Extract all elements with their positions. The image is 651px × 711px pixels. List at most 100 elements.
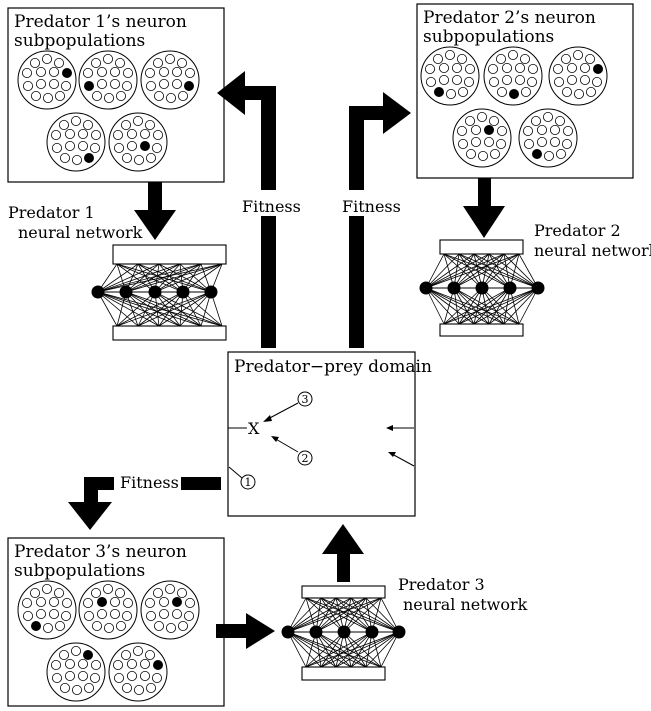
predator2-subpopulation-circles bbox=[420, 46, 608, 168]
neuron bbox=[464, 116, 475, 127]
connection bbox=[116, 263, 156, 293]
neuron bbox=[21, 598, 32, 609]
connection bbox=[425, 253, 475, 289]
connection bbox=[443, 287, 511, 325]
connection bbox=[320, 631, 345, 668]
neuron bbox=[71, 646, 82, 657]
neuron bbox=[72, 685, 83, 696]
neuron bbox=[574, 89, 585, 100]
hidden-neuron bbox=[447, 281, 461, 295]
hidden-neuron bbox=[475, 281, 489, 295]
selected-neuron bbox=[183, 81, 194, 92]
neuron bbox=[78, 128, 89, 139]
connection bbox=[503, 253, 539, 289]
neuron bbox=[151, 673, 162, 684]
neuron bbox=[562, 138, 573, 149]
neuron bbox=[438, 63, 449, 74]
predator2-token-number: 2 bbox=[302, 452, 309, 465]
connection bbox=[125, 263, 223, 293]
neuron bbox=[177, 621, 188, 632]
predator3-token-number: 3 bbox=[302, 393, 309, 406]
connection bbox=[154, 291, 223, 327]
hidden-neuron bbox=[365, 625, 379, 639]
connection bbox=[443, 253, 539, 289]
fitness-label-left: Fitness bbox=[242, 197, 301, 216]
connection bbox=[287, 597, 367, 633]
connection bbox=[453, 253, 520, 289]
neuron bbox=[36, 79, 47, 90]
hidden-neuron bbox=[119, 285, 133, 299]
neuron bbox=[110, 67, 121, 78]
neuron bbox=[425, 77, 436, 88]
neuron bbox=[523, 126, 534, 137]
neuron bbox=[60, 683, 71, 694]
connection bbox=[425, 253, 490, 289]
prey-marker: X bbox=[248, 419, 260, 438]
neuron bbox=[132, 116, 143, 127]
selected-neuron bbox=[139, 140, 150, 151]
neuron bbox=[464, 64, 475, 75]
neuron bbox=[115, 588, 126, 599]
neuron bbox=[456, 126, 467, 137]
neuron bbox=[30, 91, 41, 102]
neuron bbox=[176, 588, 187, 599]
neuron bbox=[83, 120, 94, 131]
neuron bbox=[110, 79, 121, 90]
connection bbox=[125, 263, 181, 293]
predator3-heading-line bbox=[265, 402, 299, 421]
selected-neuron bbox=[84, 81, 95, 92]
neuron bbox=[91, 660, 102, 671]
connection bbox=[350, 597, 373, 633]
neuron bbox=[152, 58, 163, 69]
neuron bbox=[122, 611, 133, 622]
neuron bbox=[556, 148, 567, 159]
arrow-subpop2-to-network2 bbox=[463, 178, 505, 238]
neuron bbox=[127, 659, 138, 670]
neuron bbox=[65, 671, 76, 682]
connection bbox=[481, 287, 505, 325]
connection bbox=[287, 631, 352, 668]
selected-neuron bbox=[62, 68, 73, 79]
neuron bbox=[29, 58, 40, 69]
neuron bbox=[78, 671, 89, 682]
neuron bbox=[65, 140, 76, 151]
neuron bbox=[543, 112, 554, 123]
predator2-network-label-line2: neural network bbox=[534, 241, 651, 260]
neuron bbox=[55, 621, 66, 632]
neuron bbox=[165, 623, 176, 634]
predator3-heading-arrowhead bbox=[263, 415, 272, 422]
neuron bbox=[52, 673, 63, 684]
neuron bbox=[171, 67, 182, 78]
connection bbox=[315, 631, 382, 668]
neuron bbox=[537, 136, 548, 147]
arrow-network3-to-domain bbox=[322, 524, 364, 582]
neuron bbox=[184, 598, 195, 609]
connection bbox=[453, 253, 505, 289]
neuron bbox=[123, 598, 134, 609]
neuron bbox=[438, 75, 449, 86]
neuron bbox=[580, 63, 591, 74]
predator1-subpop-title-line1: Predator 1’s neuron bbox=[14, 12, 187, 32]
connection bbox=[97, 291, 139, 327]
neuron bbox=[92, 91, 103, 102]
connection bbox=[287, 631, 322, 668]
neuron bbox=[528, 64, 539, 75]
connection bbox=[320, 597, 345, 633]
neuron bbox=[432, 54, 443, 65]
neuron bbox=[444, 50, 455, 61]
fitness-arrow-to-predator1-corner bbox=[261, 86, 276, 100]
connection bbox=[154, 291, 202, 327]
neuron bbox=[121, 650, 132, 661]
neuron bbox=[457, 138, 468, 149]
connection bbox=[335, 631, 400, 668]
neuron bbox=[555, 116, 566, 127]
predator2-heading-arrowhead bbox=[271, 436, 279, 442]
connection bbox=[488, 253, 539, 289]
neuron bbox=[531, 116, 542, 127]
neuron bbox=[165, 93, 176, 104]
connection bbox=[287, 631, 382, 668]
neuron bbox=[36, 597, 47, 608]
connection bbox=[97, 263, 223, 293]
connection bbox=[125, 263, 202, 293]
